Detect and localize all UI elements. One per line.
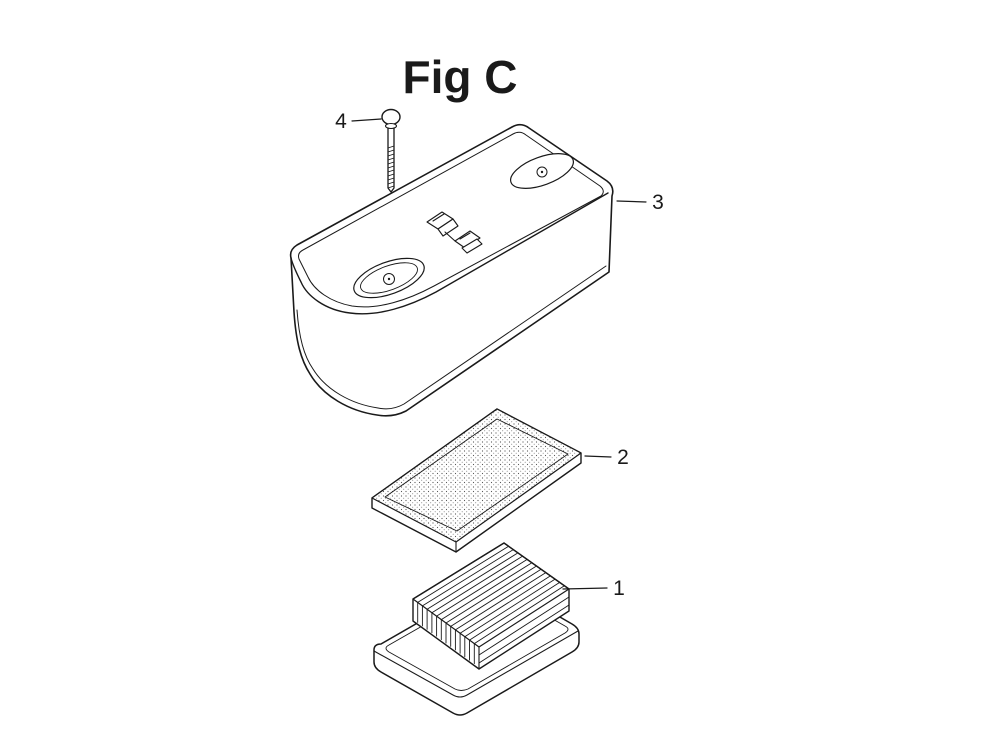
filter-pan-rim-edge bbox=[373, 630, 579, 698]
cover-boss-right-center bbox=[540, 170, 544, 174]
filter-pleat-ends bbox=[417, 601, 475, 665]
part-air-cleaner-cover bbox=[289, 123, 614, 417]
cover-bottom-rim-inner bbox=[296, 265, 607, 410]
part-foam-filter bbox=[371, 408, 582, 553]
cover-boss-left-hole bbox=[383, 273, 395, 285]
bolt-head bbox=[381, 108, 401, 126]
callout-label-4: 4 bbox=[335, 110, 347, 133]
callout-label-2: 2 bbox=[617, 446, 629, 469]
leader-line-4 bbox=[351, 118, 382, 122]
filter-pleat-lines bbox=[417, 545, 565, 645]
callouts: 4 3 2 1 bbox=[335, 110, 664, 600]
leader-line-3 bbox=[616, 200, 647, 203]
cover-top-rim-inner bbox=[298, 131, 604, 308]
part-air-filter-element bbox=[373, 542, 580, 716]
cover-top-face-edge bbox=[290, 192, 609, 315]
figure-title: Fig C bbox=[403, 51, 518, 103]
cover-latch-detail bbox=[426, 211, 483, 254]
foam-top-face bbox=[371, 408, 582, 543]
filter-right-face-lines bbox=[478, 596, 570, 664]
leader-line-1 bbox=[562, 587, 608, 590]
bolt-collar bbox=[384, 122, 398, 130]
callout-label-1: 1 bbox=[613, 577, 625, 600]
foam-inner-border bbox=[384, 418, 569, 532]
cover-boss-left-center bbox=[387, 277, 391, 281]
leader-line-2 bbox=[584, 455, 612, 458]
bolt-threads bbox=[387, 145, 395, 189]
cover-silhouette bbox=[289, 123, 614, 417]
callout-label-3: 3 bbox=[652, 191, 664, 214]
cover-boss-right-hole bbox=[536, 166, 548, 178]
part-bolt bbox=[381, 108, 401, 193]
